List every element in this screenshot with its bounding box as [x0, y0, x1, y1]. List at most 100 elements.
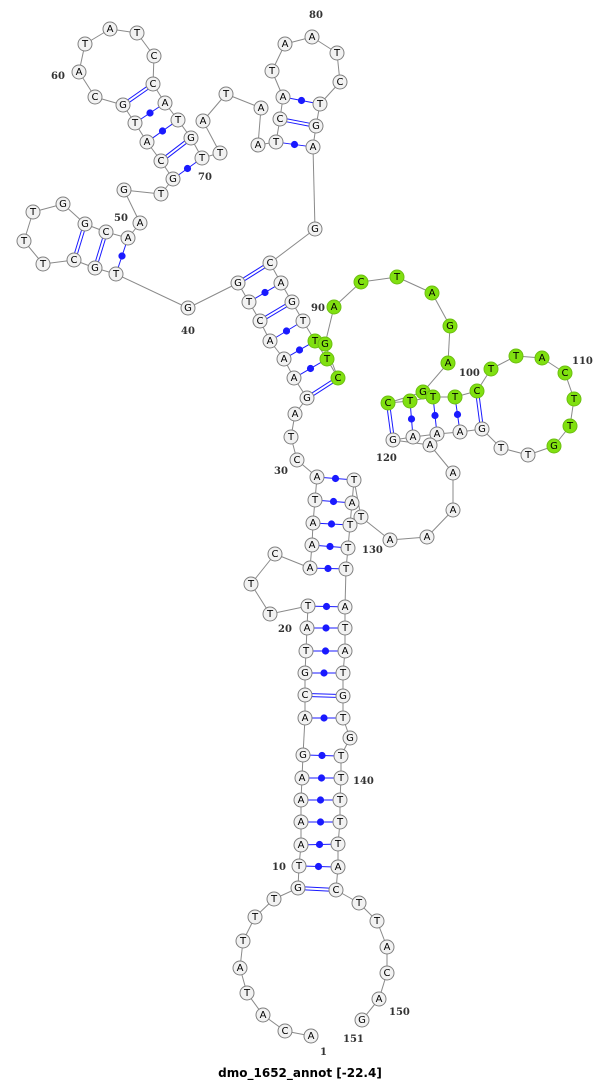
nucleotide-circle [235, 933, 251, 949]
nucleotide: T [369, 913, 385, 929]
nucleotide-letter: T [245, 297, 253, 308]
nucleotide-letter: A [410, 432, 417, 443]
gc-pair-line [74, 230, 82, 254]
nucleotide: C [98, 224, 114, 240]
nucleotide-circle [165, 171, 181, 187]
nucleotide-letter: G [301, 668, 309, 679]
nucleotide-circle [297, 687, 313, 703]
nucleotide-circle [299, 620, 315, 636]
gc-pair-line [266, 306, 288, 320]
nucleotide: A [305, 515, 321, 531]
nucleotide: T [25, 204, 41, 220]
nucleotide-circle [371, 991, 387, 1007]
nucleotide: T [307, 492, 323, 508]
nucleotide-circle [16, 233, 32, 249]
nucleotide-circle [297, 665, 313, 681]
nucleotide-circle [382, 532, 398, 548]
nucleotide: C [66, 252, 82, 268]
nucleotide-letter: T [497, 443, 505, 454]
pair-dot-icon [297, 96, 306, 105]
position-label: 1 [320, 1047, 327, 1058]
nucleotide-circle [337, 599, 353, 615]
nucleotide: G [299, 390, 315, 406]
nucleotide-letter: T [311, 495, 319, 506]
nucleotide-letter: T [272, 137, 280, 148]
nucleotide: T [235, 933, 251, 949]
nucleotide: T [566, 391, 582, 407]
nucleotide-letter: G [234, 278, 242, 289]
nucleotide-circle [145, 76, 161, 92]
nucleotide-letter: T [334, 839, 342, 850]
pair-dot-icon [158, 127, 167, 135]
nucleotide-letter: A [331, 302, 338, 313]
position-label: 150 [389, 1007, 410, 1018]
nucleotide-circle [452, 424, 468, 440]
nucleotide-circle [389, 269, 405, 285]
nucleotide-circle [180, 300, 196, 316]
base-pair [289, 96, 314, 105]
nucleotide: T [562, 418, 578, 434]
nucleotide-circle [346, 472, 362, 488]
nucleotide-circle [302, 560, 318, 576]
nucleotide-circle [276, 351, 292, 367]
nucleotide-circle [98, 224, 114, 240]
nucleotide-letter: G [478, 424, 486, 435]
nucleotide: A [305, 139, 321, 155]
base-pair [140, 106, 160, 120]
nucleotide-letter: T [316, 99, 324, 110]
pair-dot-icon [295, 346, 304, 354]
nucleotide-circle [262, 606, 278, 622]
nucleotide-letter: G [119, 100, 127, 111]
nucleotide-circle [493, 440, 509, 456]
nucleotide-letter: C [267, 258, 274, 269]
nucleotide: T [283, 429, 299, 445]
nucleotide: T [319, 351, 335, 367]
nucleotide: T [291, 858, 307, 874]
nucleotide: G [308, 118, 324, 134]
nucleotide-letter: T [266, 609, 274, 620]
nucleotide-circle [108, 266, 124, 282]
nucleotide-circle [330, 370, 346, 386]
nucleotide-circle [115, 97, 131, 113]
nucleotide-circle [342, 517, 358, 533]
nucleotide: T [247, 909, 263, 925]
nucleotide-letter: A [342, 602, 349, 613]
base-pair [305, 862, 332, 871]
pair-dot-icon [282, 327, 291, 335]
nucleotide: G [165, 171, 181, 187]
base-pair [275, 324, 298, 338]
nucleotide-circle [55, 196, 71, 212]
nucleotide-circle [300, 598, 316, 614]
position-label: 10 [272, 862, 286, 873]
nucleotide-letter: T [323, 354, 331, 365]
nucleotide: T [493, 440, 509, 456]
nucleotide-letter: A [427, 440, 434, 451]
pair-dot-icon [431, 411, 439, 420]
nucleotide-letter: A [260, 1010, 267, 1021]
nucleotide-circle [239, 985, 255, 1001]
nucleotide: A [293, 837, 309, 853]
nucleotide-circle [474, 421, 490, 437]
nucleotide-circle [447, 389, 463, 405]
nucleotide-circle [557, 365, 573, 381]
nucleotide: C [297, 687, 313, 703]
nucleotide: T [262, 606, 278, 622]
nucleotide-circle [379, 939, 395, 955]
nucleotide: T [243, 576, 259, 592]
nucleotide-circle [146, 48, 162, 64]
position-label: 151 [343, 1034, 364, 1045]
nucleotide: T [295, 313, 311, 329]
position-label: 70 [198, 172, 212, 183]
position-label: 100 [459, 368, 480, 379]
nucleotide: A [330, 859, 346, 875]
nucleotide-circle [440, 355, 456, 371]
pair-dot-icon [146, 109, 154, 117]
nucleotide: T [268, 134, 284, 150]
nucleotide-letter: C [103, 227, 110, 238]
nucleotide-letter: A [310, 142, 317, 153]
gc-pair-line [304, 889, 329, 892]
nucleotide: G [87, 260, 103, 276]
nucleotide: T [153, 186, 169, 202]
nucleotide: A [326, 299, 342, 315]
nucleotide-circle [66, 252, 82, 268]
